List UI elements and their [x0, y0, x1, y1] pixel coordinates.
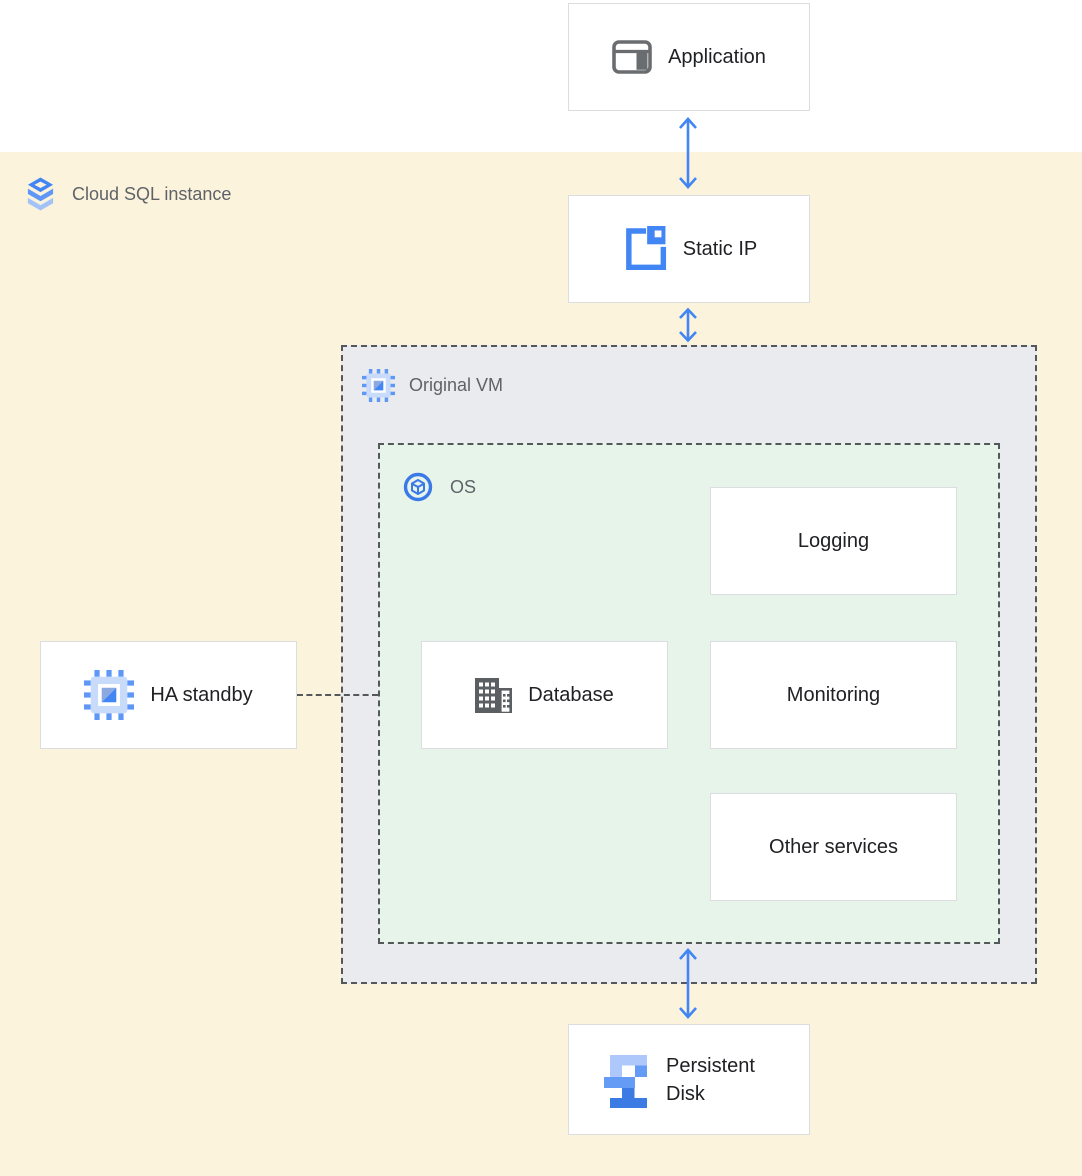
external-ip-icon	[621, 226, 667, 272]
arrow-vm-persistentdisk	[675, 946, 701, 1021]
other-services-label: Other services	[769, 835, 898, 858]
node-database: Database	[421, 641, 668, 749]
monitoring-label: Monitoring	[786, 683, 881, 706]
os-region-title: OS	[450, 476, 477, 497]
os-region-label: OS	[402, 471, 476, 503]
compute-engine-icon	[84, 670, 135, 720]
logging-label: Logging	[797, 529, 870, 552]
node-logging: Logging	[710, 487, 957, 595]
cloud-sql-region-label: Cloud SQL instance	[25, 176, 231, 212]
os-icon	[402, 471, 434, 503]
ha-standby-connector-line	[297, 694, 378, 696]
node-ha-standby: HA standby	[40, 641, 297, 749]
ha-standby-label: HA standby	[150, 683, 253, 706]
node-static-ip: Static IP	[568, 195, 810, 303]
database-label: Database	[528, 683, 614, 706]
cloud-sql-region-title: Cloud SQL instance	[72, 183, 232, 204]
persistent-disk-label: Persistent Disk	[666, 1054, 755, 1105]
persistent-disk-icon	[600, 1052, 648, 1108]
original-vm-region-title: Original VM	[409, 375, 504, 395]
compute-engine-icon	[362, 369, 395, 402]
application-label: Application	[668, 45, 766, 68]
node-persistent-disk: Persistent Disk	[568, 1024, 810, 1135]
static-ip-label: Static IP	[682, 237, 758, 260]
arrow-application-staticip	[675, 115, 701, 191]
node-monitoring: Monitoring	[710, 641, 957, 749]
application-window-icon	[612, 40, 652, 74]
database-icon	[475, 677, 513, 713]
arrow-staticip-vm	[675, 306, 701, 344]
original-vm-region-label: Original VM	[362, 369, 503, 402]
cloud-sql-icon	[25, 176, 56, 212]
node-other-services: Other services	[710, 793, 957, 901]
node-application: Application	[568, 3, 810, 111]
